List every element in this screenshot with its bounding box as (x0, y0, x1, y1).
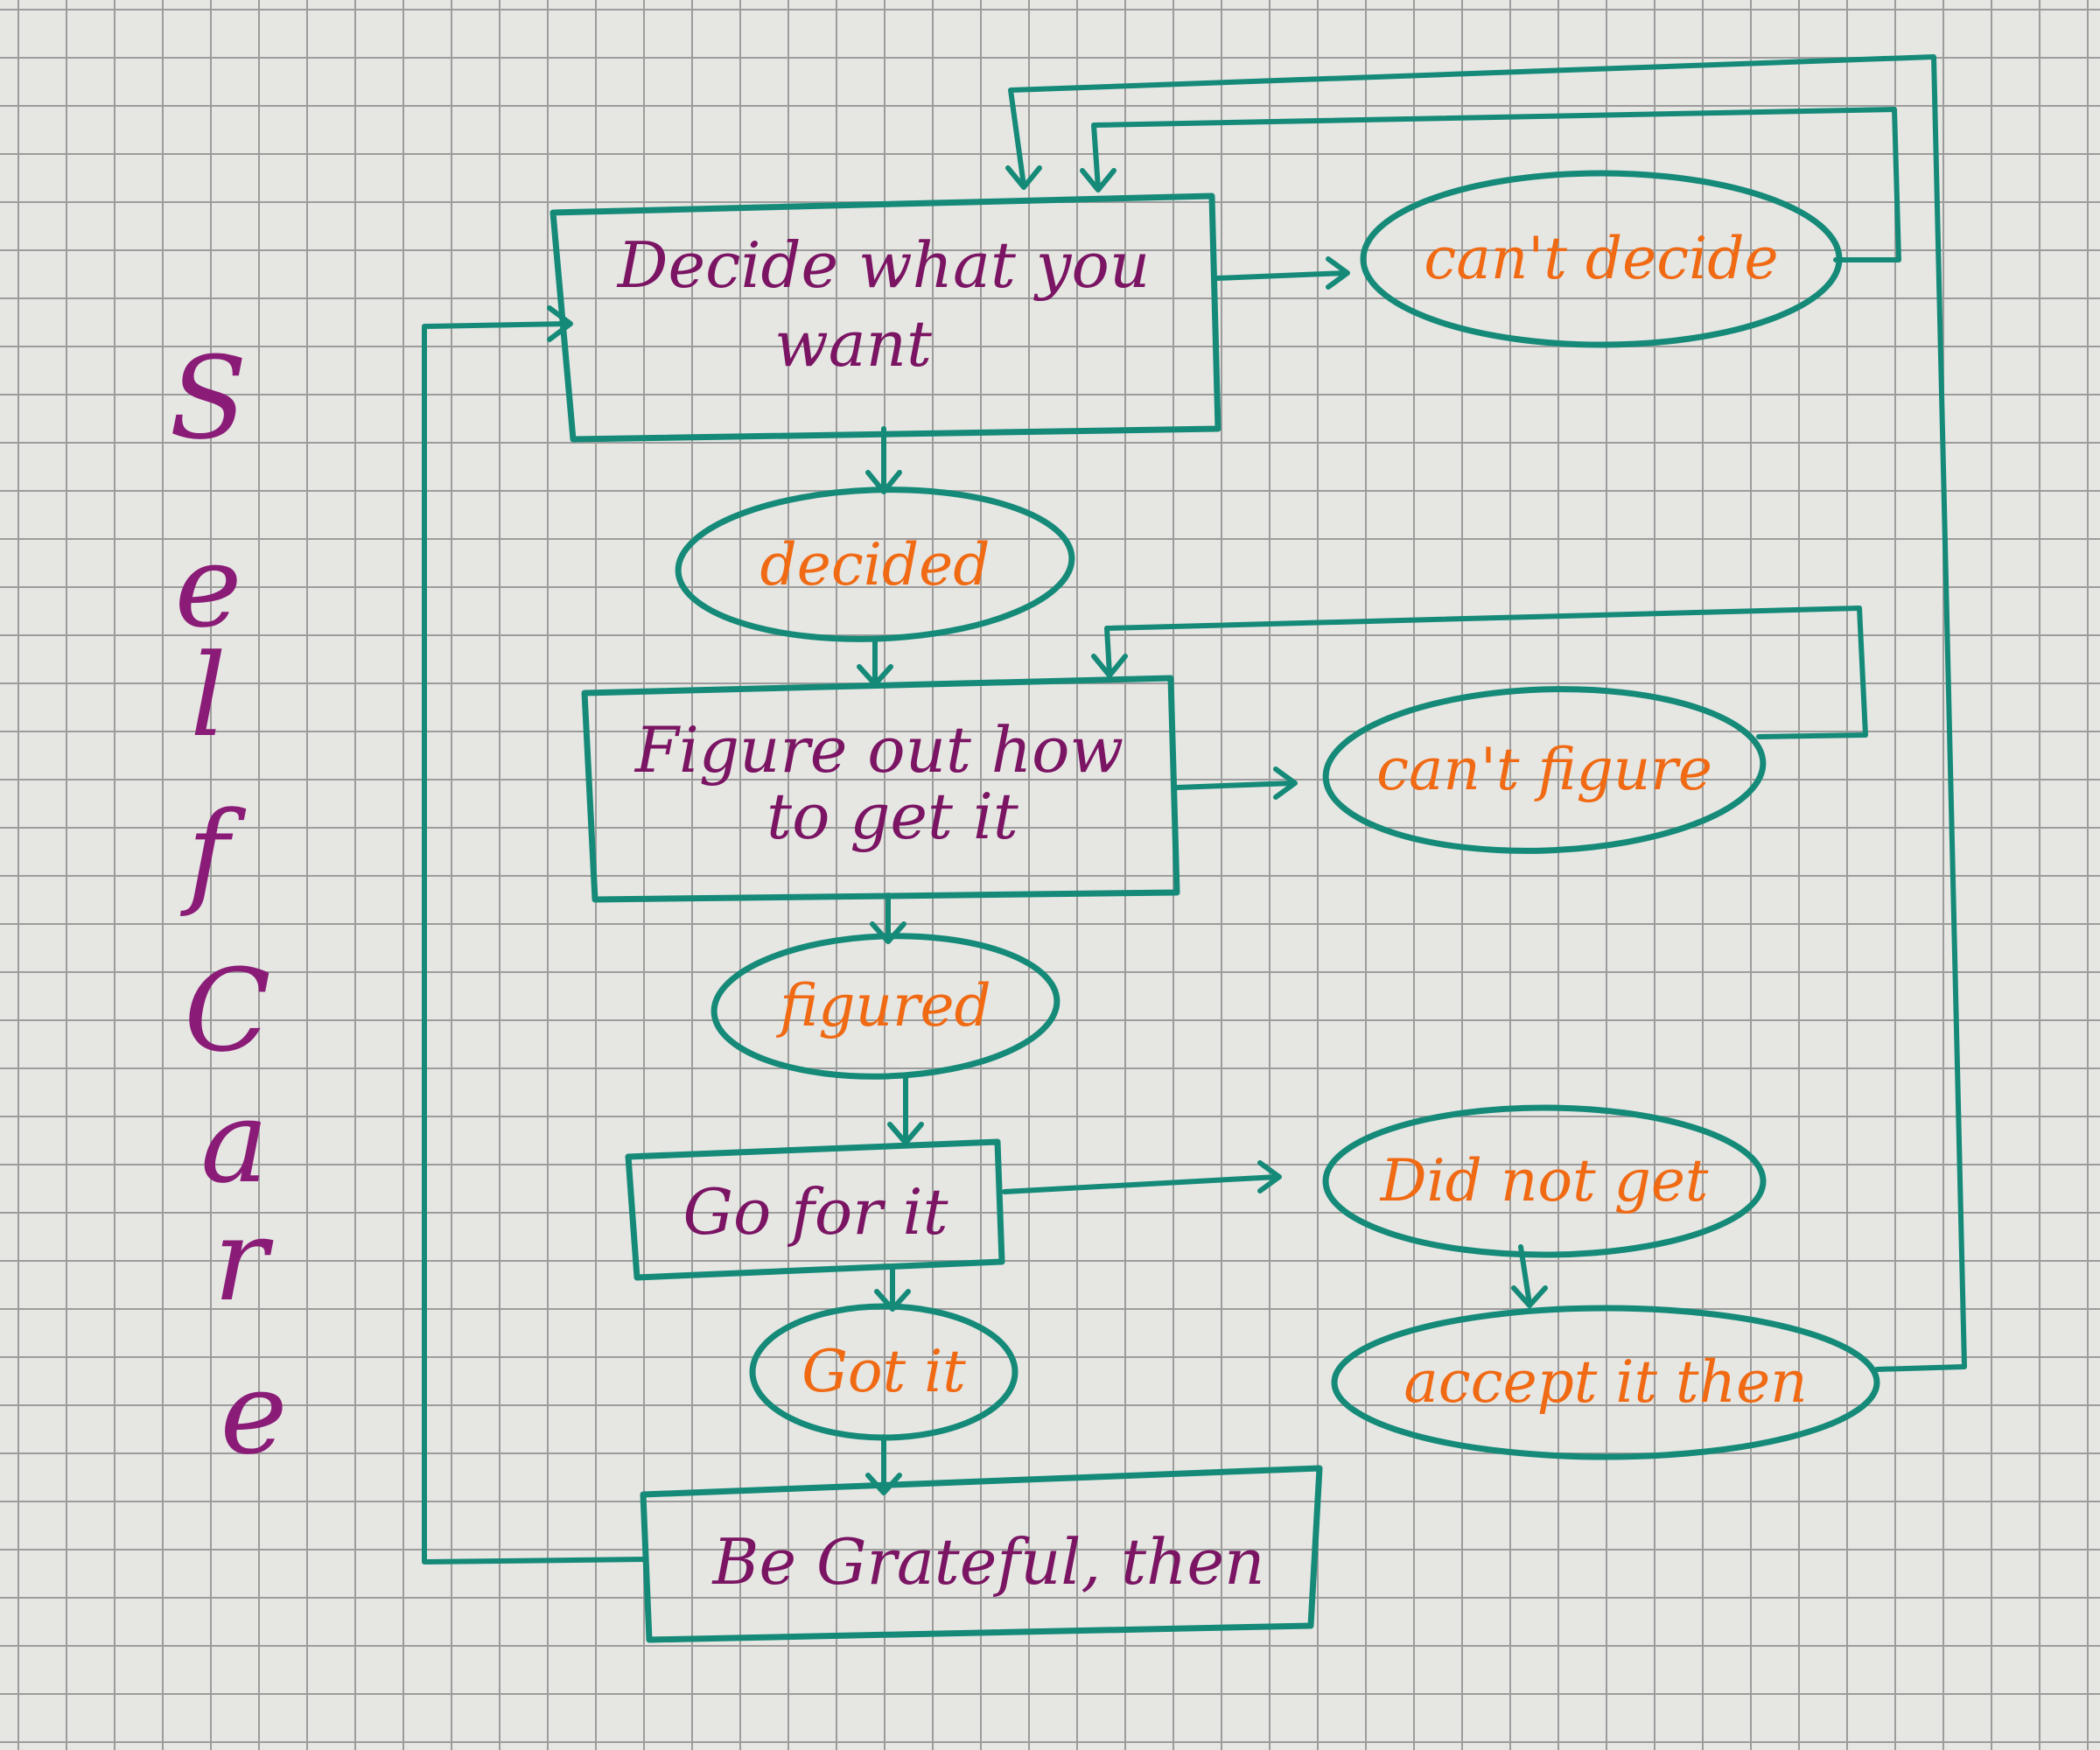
side-title-letter-1: S (169, 332, 247, 465)
arrowhead-cantdecide-loop (1080, 168, 1116, 192)
decided-oval (675, 486, 1075, 642)
cant-decide-label: can't decide (1424, 225, 1778, 292)
cant-figure-label: can't figure (1376, 736, 1712, 803)
cant-figure-oval (1322, 686, 1767, 854)
arrowhead-grateful-loop (547, 305, 573, 342)
figure-label-line2: to get it (766, 780, 1019, 853)
cant-decide-oval (1360, 170, 1843, 348)
arrowhead-cantfigure-loop (1091, 654, 1128, 678)
connector-cantdecide-loop (1091, 107, 1901, 262)
accept-label: accept it then (1404, 1348, 1807, 1416)
arrowhead-to-figured (870, 921, 906, 944)
did-not-get-oval (1322, 1104, 1767, 1258)
decided-label: decided (760, 531, 990, 598)
arrowhead-to-didnotget (1257, 1160, 1282, 1194)
decide-label-line1: Decide what you (616, 228, 1150, 302)
did-not-get-label: Did not get (1380, 1147, 1709, 1214)
outcome-ovals (675, 170, 1880, 1460)
grateful-box (640, 1465, 1323, 1643)
connector-accept-loop (1008, 54, 1967, 1372)
connector-grateful-loop (422, 321, 648, 1564)
arrowhead-to-accept (1511, 1285, 1548, 1308)
side-title-letter-7: r (214, 1194, 274, 1326)
arrowhead-to-cantfigure (1273, 766, 1298, 800)
side-title-letter-2: e (175, 520, 242, 653)
go-label: Go for it (682, 1175, 948, 1249)
connector-cantfigure-loop (1104, 606, 1868, 739)
connector-figure-to-cantfigure (1174, 780, 1296, 790)
outcome-labels: can't decide decided can't figure figure… (760, 225, 1808, 1416)
side-title-letter-4: f (180, 787, 247, 920)
connector-decide-to-cantdecide (1214, 270, 1348, 281)
got-it-label: Got it (802, 1338, 966, 1405)
side-title-letter-3: l (190, 629, 227, 762)
connectors (422, 54, 1967, 1564)
side-title: S e l f C a r e (169, 332, 287, 1480)
go-box (625, 1138, 1005, 1281)
accept-oval (1331, 1305, 1880, 1460)
figured-oval (710, 933, 1060, 1080)
got-it-oval (749, 1303, 1018, 1441)
grateful-label: Be Grateful, then (711, 1525, 1265, 1599)
arrowheads (547, 165, 1548, 1495)
figure-label-line1: Figure out how (634, 713, 1124, 787)
connector-go-to-didnotget (1002, 1174, 1280, 1194)
process-boxes (550, 192, 1323, 1643)
process-labels: Decide what you want Figure out how to g… (616, 228, 1265, 1599)
decide-box (550, 192, 1222, 443)
arrowhead-to-cantdecide (1326, 256, 1350, 290)
arrowhead-accept-loop (1005, 165, 1042, 190)
arrowhead-to-grateful (865, 1473, 902, 1495)
figure-box (581, 675, 1180, 903)
figured-label: figured (775, 972, 991, 1040)
side-title-letter-5: C (184, 944, 270, 1077)
side-title-letter-6: a (200, 1075, 269, 1208)
decide-label-line2: want (774, 307, 933, 381)
side-title-letter-8: e (220, 1347, 288, 1480)
